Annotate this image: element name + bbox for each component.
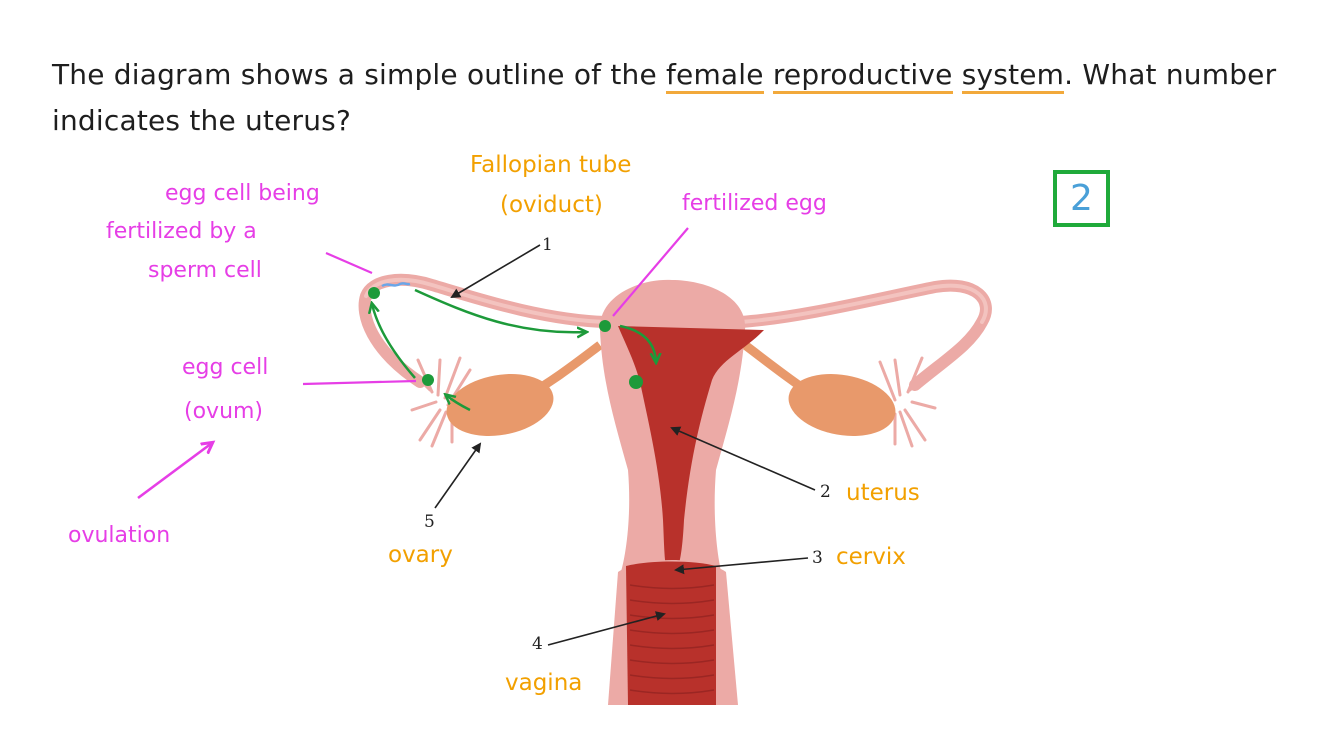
pointer-3 <box>674 557 809 575</box>
uterine-cavity <box>618 326 764 575</box>
label-ovulation: ovulation <box>68 523 171 548</box>
label-egg-cell-1: egg cell <box>182 355 269 380</box>
number-2: 2 <box>820 482 831 502</box>
answer-box: 2 <box>1053 170 1110 227</box>
egg-dot-ovum <box>422 374 434 386</box>
egg-dot-fertilizing <box>368 287 380 299</box>
label-fertilizing-3: sperm cell <box>148 258 262 283</box>
label-fertilizing-2: fertilized by a <box>106 219 257 244</box>
egg-path-ovulation <box>446 395 471 412</box>
answer-value: 2 <box>1070 178 1093 219</box>
label-fallopian-tube-2: (oviduct) <box>500 192 603 218</box>
label-ovary: ovary <box>388 542 453 568</box>
label-uterus: uterus <box>846 480 920 506</box>
right-ovary <box>788 374 896 436</box>
number-5: 5 <box>424 512 435 532</box>
label-fertilized-egg: fertilized egg <box>682 191 827 216</box>
pointer-2 <box>670 426 816 491</box>
label-vagina: vagina <box>505 670 583 696</box>
number-1: 1 <box>542 235 553 255</box>
ovulation-arrow <box>137 443 212 500</box>
right-fimbriae <box>878 356 937 448</box>
highlight-system: system <box>961 58 1065 94</box>
egg-path-up <box>372 304 416 379</box>
pointer-4 <box>547 611 666 646</box>
vaginal-rugae <box>629 584 715 695</box>
pointer-5 <box>434 442 482 509</box>
egg-dot-implanted <box>629 375 643 389</box>
label-cervix: cervix <box>836 544 906 570</box>
label-egg-cell-2: (ovum) <box>184 399 264 424</box>
number-4: 4 <box>532 634 543 654</box>
sperm-icon <box>381 282 411 288</box>
pointer-1 <box>450 244 541 299</box>
pointer-fertilizing <box>325 251 373 275</box>
label-fertilizing-1: egg cell being <box>165 181 320 206</box>
pointer-fertilized-egg <box>612 227 689 317</box>
highlight-female: female <box>665 58 764 94</box>
number-3: 3 <box>812 548 823 568</box>
egg-path-uterus <box>619 324 656 362</box>
question-text: The diagram shows a simple outline of th… <box>52 58 1277 137</box>
egg-path-tube <box>414 288 586 332</box>
highlight-reproductive: reproductive <box>772 58 953 94</box>
egg-dot-fertilized <box>599 320 611 332</box>
label-fallopian-tube-1: Fallopian tube <box>470 152 632 178</box>
left-ovary <box>446 374 554 436</box>
pointer-egg-cell <box>302 379 417 386</box>
